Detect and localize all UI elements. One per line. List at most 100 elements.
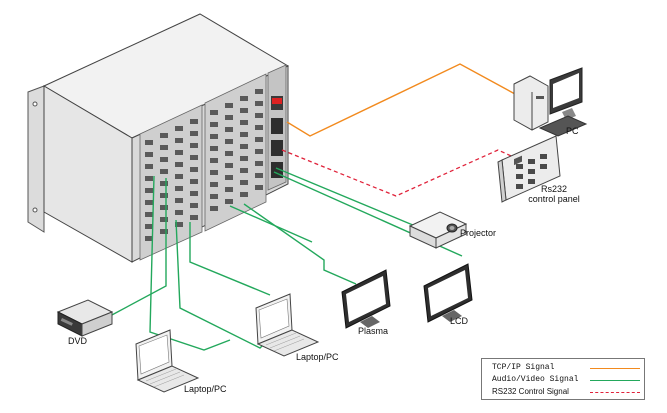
hdmi-port (160, 133, 168, 138)
hdmi-port (225, 103, 233, 108)
hdmi-port (225, 151, 233, 156)
plasma-display (341, 269, 391, 329)
hdmi-port (225, 139, 233, 144)
hdmi-port (255, 185, 263, 190)
tcp-ip-line (286, 63, 527, 137)
hdmi-port (160, 205, 168, 210)
legend-swatch-tcp-ip (590, 368, 640, 369)
hdmi-port (145, 152, 153, 157)
hdmi-port (240, 192, 248, 197)
hdmi-port (240, 120, 248, 125)
laptop-right-label: Laptop/PC (296, 352, 339, 362)
rs232-control-panel (497, 135, 561, 203)
hdmi-port (225, 175, 233, 180)
hdmi-port (145, 236, 153, 241)
legend-label-audio-video: Audio/Video Signal (492, 375, 579, 384)
hdmi-port (145, 176, 153, 181)
hdmi-port (190, 215, 198, 220)
hdmi-port (255, 173, 263, 178)
hdmi-port (210, 122, 218, 127)
hdmi-port (225, 127, 233, 132)
hdmi-port (255, 89, 263, 94)
hdmi-port (190, 131, 198, 136)
legend-swatch-audio-video (590, 380, 640, 381)
hdmi-port (240, 156, 248, 161)
hdmi-port (190, 119, 198, 124)
hdmi-port (145, 164, 153, 169)
hdmi-port (240, 168, 248, 173)
hdmi-port (255, 113, 263, 118)
hdmi-port (210, 194, 218, 199)
hdmi-port (175, 126, 183, 131)
hdmi-port (210, 158, 218, 163)
legend-row-tcp-ip: TCP/IP Signal (482, 363, 644, 375)
hdmi-port (160, 181, 168, 186)
hdmi-port (190, 191, 198, 196)
projector-label: Projector (460, 228, 497, 238)
hdmi-port (160, 157, 168, 162)
hdmi-port (160, 145, 168, 150)
hdmi-port (240, 108, 248, 113)
hdmi-port (240, 180, 248, 185)
hdmi-port (160, 229, 168, 234)
hdmi-port (255, 125, 263, 130)
hdmi-port (210, 182, 218, 187)
hdmi-port (175, 222, 183, 227)
hdmi-port (175, 162, 183, 167)
hdmi-port (145, 224, 153, 229)
legend-label-tcp-ip: TCP/IP Signal (492, 363, 555, 372)
legend: TCP/IP Signal Audio/Video Signal RS232 C… (481, 358, 645, 400)
hdmi-port (175, 174, 183, 179)
hdmi-port (240, 132, 248, 137)
plasma-label: Plasma (358, 326, 389, 336)
hdmi-port (145, 200, 153, 205)
hdmi-port (190, 155, 198, 160)
hdmi-port (160, 169, 168, 174)
hdmi-port (145, 188, 153, 193)
hdmi-port (145, 212, 153, 217)
hdmi-port (190, 167, 198, 172)
hdmi-port (160, 193, 168, 198)
hdmi-port (145, 140, 153, 145)
hdmi-port (255, 149, 263, 154)
hdmi-port (225, 115, 233, 120)
hdmi-port (175, 198, 183, 203)
hdmi-port (190, 203, 198, 208)
hdmi-port (255, 161, 263, 166)
dvd-player (56, 299, 114, 337)
legend-label-rs232: RS232 Control Signal (492, 387, 569, 396)
hdmi-port (160, 217, 168, 222)
hdmi-port (190, 143, 198, 148)
pc-label: PC (566, 126, 579, 136)
hdmi-port (175, 150, 183, 155)
legend-row-audio-video: Audio/Video Signal (482, 375, 644, 387)
hdmi-port (255, 137, 263, 142)
pc-device (513, 67, 588, 137)
hdmi-port (240, 96, 248, 101)
hdmi-port (210, 146, 218, 151)
hdmi-port (175, 138, 183, 143)
matrix-switcher (27, 13, 290, 263)
hdmi-port (225, 187, 233, 192)
hdmi-port (175, 210, 183, 215)
dvd-label: DVD (68, 336, 88, 346)
legend-swatch-rs232 (590, 392, 640, 393)
hdmi-port (225, 163, 233, 168)
hdmi-port (210, 134, 218, 139)
hdmi-port (255, 101, 263, 106)
hdmi-port (240, 144, 248, 149)
laptop-left-label: Laptop/PC (184, 384, 227, 394)
laptop-right (255, 293, 320, 357)
hdmi-port (225, 199, 233, 204)
rs232-line (281, 149, 521, 197)
lcd-label: LCD (450, 316, 469, 326)
rs232-panel-label-line1: Rs232 (540, 184, 567, 194)
laptop-left (135, 329, 200, 393)
hdmi-port (210, 206, 218, 211)
lcd-display (423, 263, 473, 323)
projector-device (408, 211, 468, 249)
hdmi-port (210, 110, 218, 115)
hdmi-port (175, 186, 183, 191)
